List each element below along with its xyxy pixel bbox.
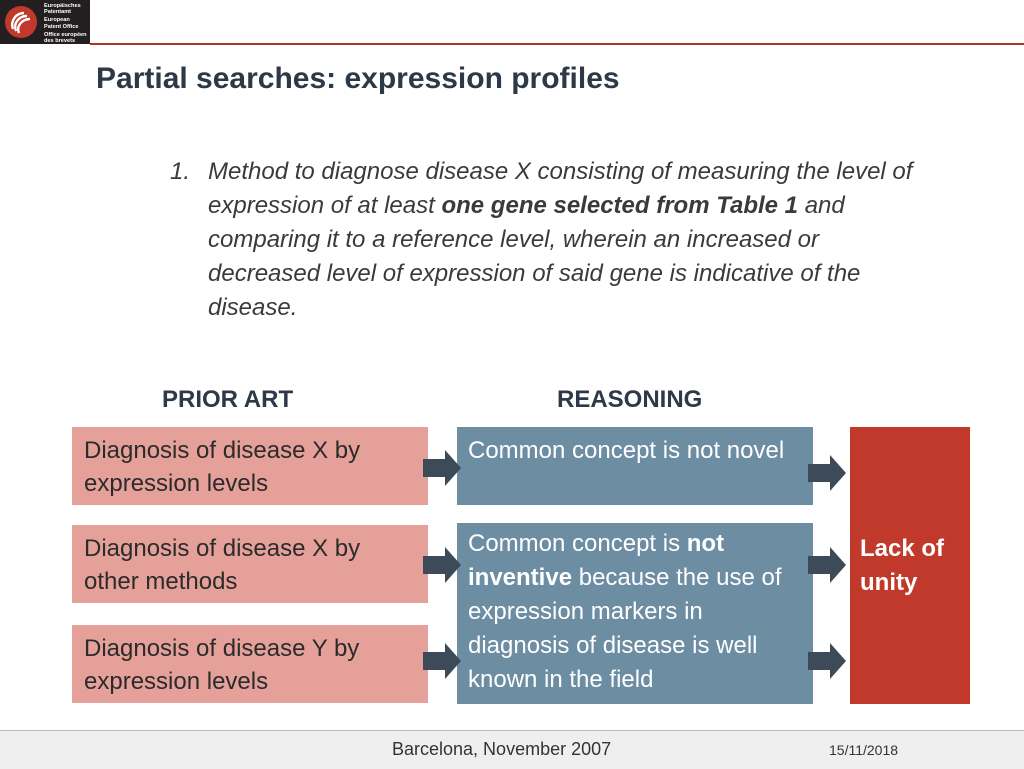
claim-segment: and comparing it to a reference level, w… — [208, 192, 861, 321]
arrow-right-icon — [808, 643, 846, 679]
footer-event: Barcelona, November 2007 — [392, 739, 612, 759]
reasoning-text: Common concept is — [468, 530, 687, 557]
prior-art-heading: PRIOR ART — [162, 386, 294, 413]
reasoning-emphasis: not inventive — [468, 530, 725, 591]
conclusion-box: Lack of unity — [850, 427, 970, 704]
arrow-right-icon — [808, 547, 846, 583]
claim-emphasis: one gene selected from Table 1 — [441, 192, 799, 219]
reasoning-box-inventive: Common concept is not inventive because … — [457, 523, 813, 704]
reasoning-text: because the use of expression markers in… — [468, 564, 782, 693]
reasoning-heading: REASONING — [557, 386, 703, 413]
reasoning-box-novelty: Common concept is not novel — [457, 427, 813, 505]
epo-logo-text: Europäisches Patentamt European Patent O… — [44, 3, 87, 45]
prior-art-box: Diagnosis of disease X by other methods — [72, 525, 428, 603]
reasoning-text: Common concept is not novel — [468, 437, 785, 464]
header-rule — [90, 43, 1024, 45]
conclusion-text: Lack of unity — [860, 534, 945, 596]
arrow-right-icon — [423, 547, 461, 583]
prior-art-box: Diagnosis of disease Y by expression lev… — [72, 625, 428, 703]
footer-date: 15/11/2018 — [829, 742, 899, 758]
prior-art-box: Diagnosis of disease X by expression lev… — [72, 427, 428, 505]
arrow-right-icon — [423, 450, 461, 486]
footer-bar — [0, 730, 1024, 769]
claim-body: Method to diagnose disease X consisting … — [208, 155, 928, 325]
arrow-right-icon — [423, 643, 461, 679]
claim-segment: Method to diagnose disease X consisting … — [208, 158, 913, 219]
slide-title: Partial searches: expression profiles — [96, 62, 620, 95]
epo-logo-icon — [5, 6, 37, 38]
claim-number: 1. — [170, 158, 191, 185]
arrow-right-icon — [808, 455, 846, 491]
epo-logo: Europäisches Patentamt European Patent O… — [0, 0, 90, 44]
